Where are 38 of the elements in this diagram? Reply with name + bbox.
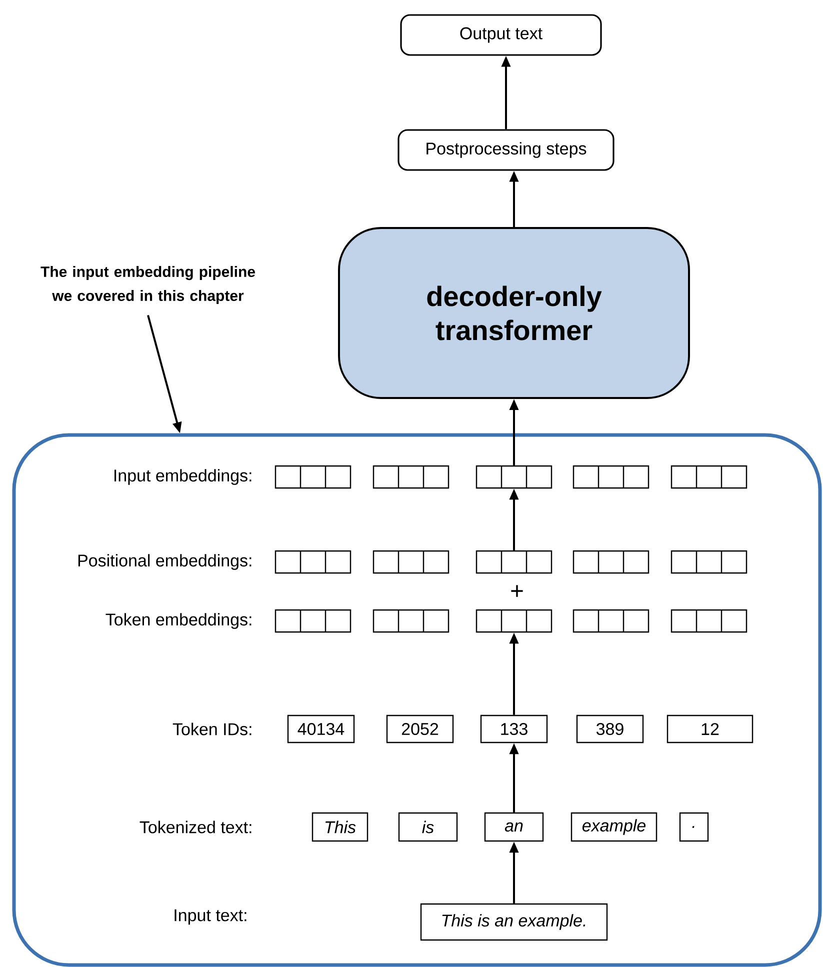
token-box: . bbox=[679, 812, 709, 842]
token-box: example bbox=[570, 812, 658, 842]
process-box: Output text bbox=[400, 14, 602, 56]
token-id-box: 40134 bbox=[287, 714, 355, 744]
row-label: Token IDs: bbox=[172, 722, 252, 736]
embedding-vector bbox=[274, 465, 352, 489]
pipeline-panel bbox=[12, 433, 822, 967]
row-label: Token embeddings: bbox=[106, 613, 252, 629]
token-id-box: 2052 bbox=[386, 714, 454, 744]
row-label: Input embeddings: bbox=[114, 469, 252, 485]
row-label: Positional embeddings: bbox=[78, 554, 252, 570]
embedding-vector bbox=[572, 465, 650, 489]
embedding-vector bbox=[372, 550, 450, 574]
model-box: decoder-only transformer bbox=[338, 227, 690, 399]
token-id-box: 133 bbox=[480, 714, 548, 744]
embedding-vector bbox=[670, 465, 748, 489]
embedding-vector bbox=[274, 550, 352, 574]
token-id-box: 389 bbox=[576, 714, 644, 744]
embedding-vector bbox=[670, 550, 748, 574]
embedding-vector bbox=[670, 609, 748, 633]
row-label: Tokenized text: bbox=[140, 820, 252, 834]
token-box: is bbox=[398, 812, 458, 842]
process-box: Postprocessing steps bbox=[398, 129, 614, 171]
annotation-text: The input embedding pipeline we covered in this chapter bbox=[40, 266, 255, 304]
plus-sign: + bbox=[511, 585, 523, 597]
embedding-vector bbox=[572, 609, 650, 633]
embedding-vector bbox=[476, 465, 552, 489]
embedding-vector bbox=[372, 465, 450, 489]
token-box: This bbox=[312, 812, 368, 842]
embedding-vector bbox=[372, 609, 450, 633]
embedding-vector bbox=[476, 609, 552, 633]
row-label: Input text: bbox=[174, 909, 246, 925]
embedding-vector bbox=[572, 550, 650, 574]
embedding-vector bbox=[476, 550, 552, 574]
embedding-vector bbox=[274, 609, 352, 633]
token-box: This is an example. bbox=[420, 903, 608, 941]
token-id-box: 12 bbox=[666, 714, 754, 744]
token-box: an bbox=[484, 812, 544, 842]
